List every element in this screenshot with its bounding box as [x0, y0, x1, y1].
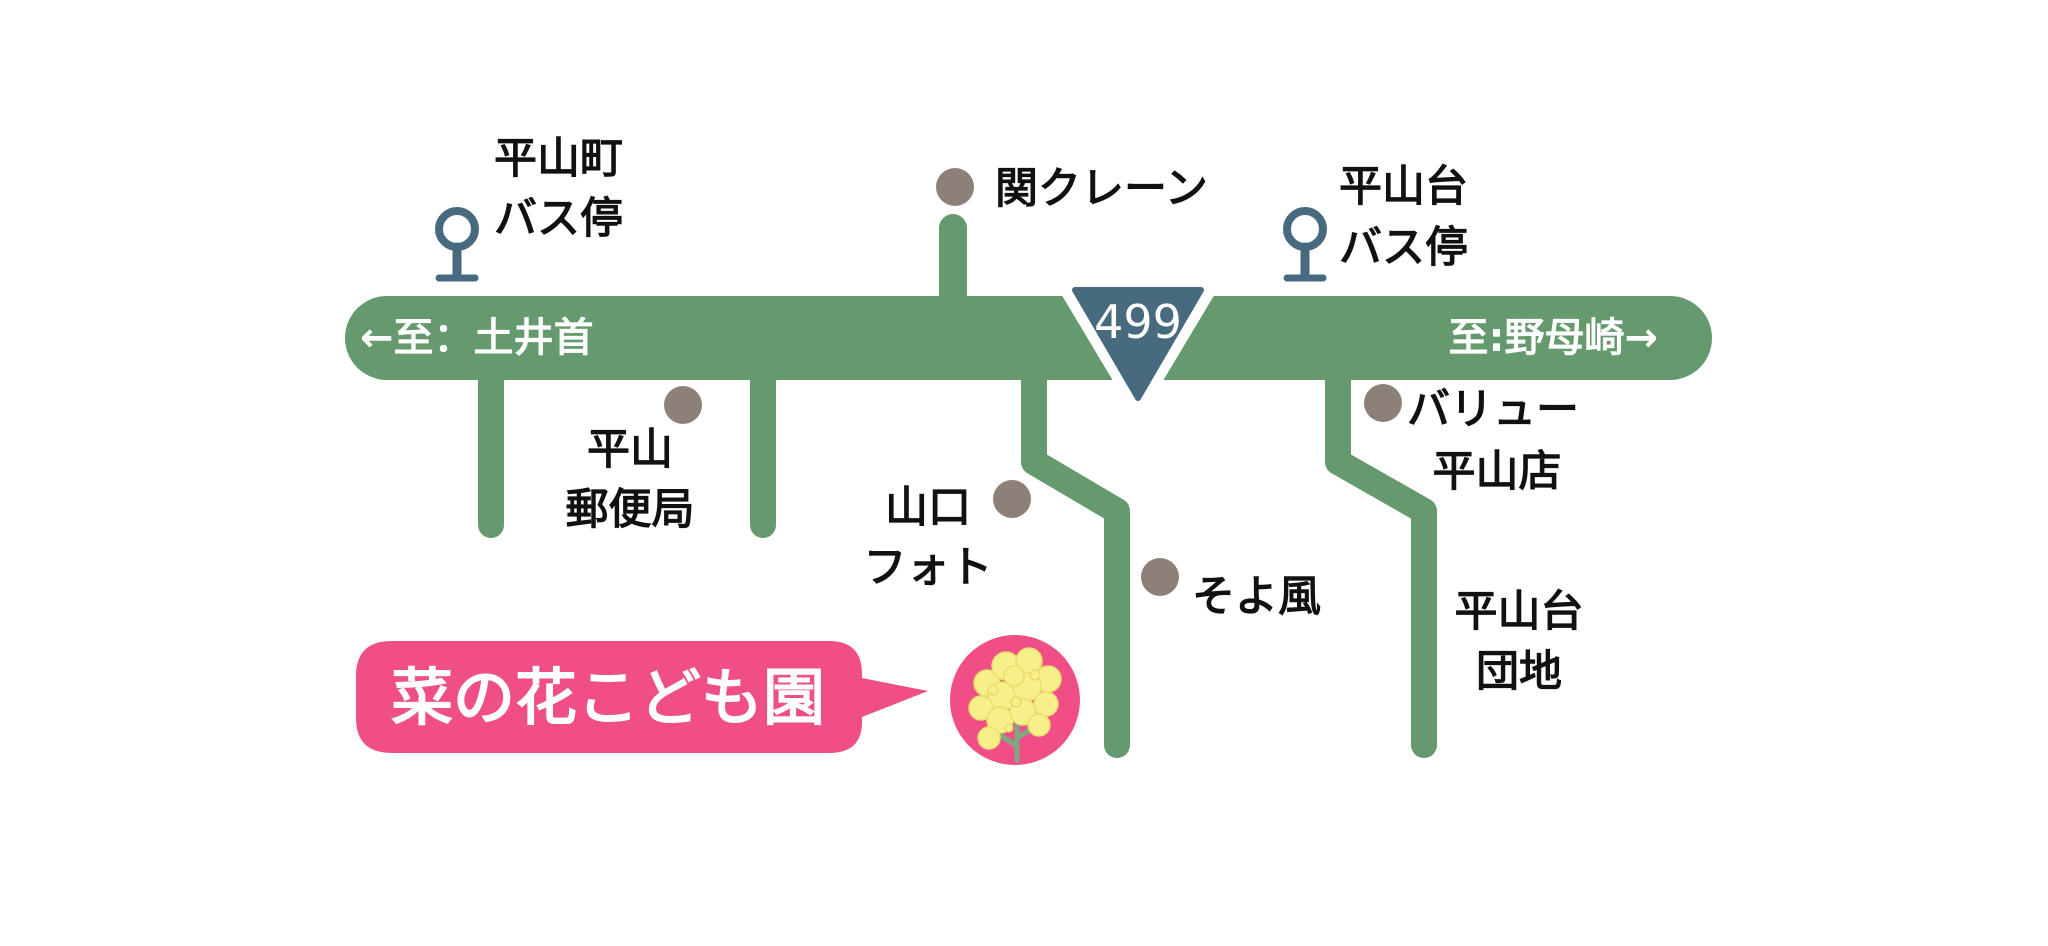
- landmark-label-value-store: バリュー: [1407, 385, 1579, 435]
- landmark-dot-icon: [664, 386, 702, 424]
- landmark-label-yamaguchi-photo-line2: フォト: [864, 543, 993, 593]
- landmark-label-yamaguchi-photo: 山口: [885, 483, 971, 533]
- callout-bubble: [356, 641, 928, 753]
- route-number: 499: [1094, 295, 1182, 349]
- landmark-label-soyokaze: そよ風: [1192, 572, 1321, 622]
- landmark-label-seki-crane: 関クレーン: [995, 164, 1208, 214]
- destination-callout: 菜の花こども園: [356, 641, 928, 753]
- rapeseed-flower-icon: [950, 635, 1080, 765]
- destination-name: 菜の花こども園: [391, 661, 825, 734]
- side-road-south-danchi: [1325, 347, 1437, 758]
- landmark-dot-icon: [1141, 558, 1179, 596]
- road-label-west: ←至：土井首: [360, 315, 594, 361]
- landmark-label-post-office: 平山: [587, 425, 673, 475]
- road-label-east: 至:野母崎→: [1448, 315, 1658, 361]
- landmark-dot-icon: [936, 168, 974, 206]
- side-road-south-soyokaze: [1021, 347, 1130, 758]
- landmark-label-danchi-line2: 団地: [1476, 647, 1562, 697]
- bus-stop-icon: [435, 207, 479, 282]
- landmark-label-value-store-line2: 平山店: [1433, 447, 1562, 497]
- landmark-label-danchi: 平山台: [1455, 587, 1584, 637]
- bus-stop-icon: [1283, 207, 1327, 282]
- bus-stop-label-hirayamadai-line2: バス停: [1339, 223, 1468, 273]
- bus-stop-label-hirayamacho-line2: バス停: [494, 194, 623, 244]
- landmark-dot-icon: [1364, 384, 1402, 422]
- bus-stop-label-hirayamacho: 平山町: [494, 134, 623, 184]
- route-shield-icon: 499: [1056, 274, 1220, 414]
- landmark-dot-icon: [993, 480, 1031, 518]
- road-network: [345, 214, 1712, 758]
- bus-stop-label-hirayamadai: 平山台: [1339, 162, 1468, 212]
- landmark-label-post-office-line2: 郵便局: [566, 485, 695, 535]
